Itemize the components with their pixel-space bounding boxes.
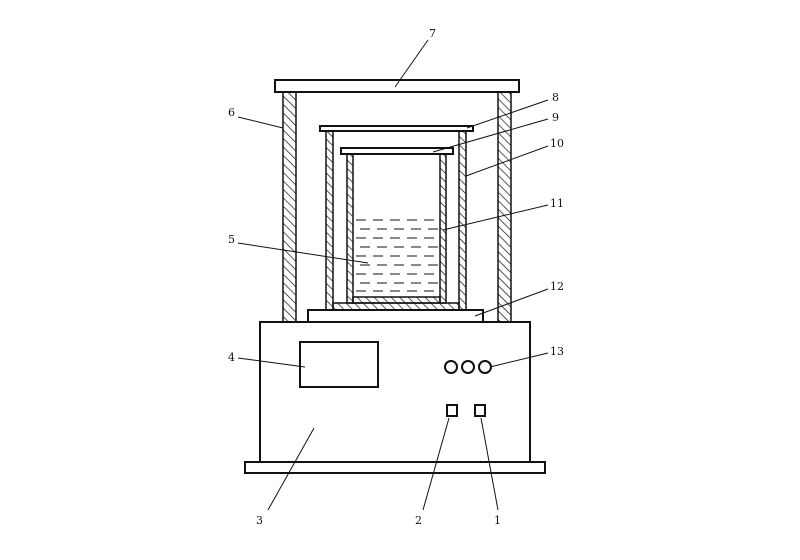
label-6: 6 (228, 106, 235, 119)
label-10: 10 (550, 137, 564, 150)
foot-plate (244, 461, 546, 474)
outer-bottom (332, 302, 460, 311)
knob-2 (461, 360, 475, 374)
leader-lines (237, 39, 549, 511)
base-plate (307, 309, 484, 323)
outer-wall-right (458, 130, 467, 311)
label-7: 7 (429, 27, 436, 40)
display-screen (299, 341, 379, 388)
label-2: 2 (415, 514, 422, 527)
label-8: 8 (552, 91, 559, 104)
inner-wall-left (346, 153, 354, 304)
label-9: 9 (552, 111, 559, 124)
left-post (282, 91, 297, 323)
inner-lid (340, 147, 454, 155)
label-4: 4 (228, 351, 235, 364)
inner-wall-right (439, 153, 447, 304)
outer-wall-left (325, 130, 334, 311)
label-12: 12 (550, 280, 564, 293)
label-3: 3 (256, 514, 263, 527)
label-11: 11 (550, 197, 564, 210)
label-13: 13 (550, 345, 564, 358)
label-5: 5 (228, 233, 235, 246)
knob-1 (444, 360, 458, 374)
right-post (497, 91, 512, 323)
liquid (356, 219, 438, 292)
top-plate (274, 79, 520, 93)
outer-lid (319, 125, 474, 132)
button-2 (446, 404, 458, 417)
knob-3 (478, 360, 492, 374)
label-1: 1 (494, 514, 501, 527)
button-1 (474, 404, 486, 417)
inner-bottom (352, 296, 441, 304)
